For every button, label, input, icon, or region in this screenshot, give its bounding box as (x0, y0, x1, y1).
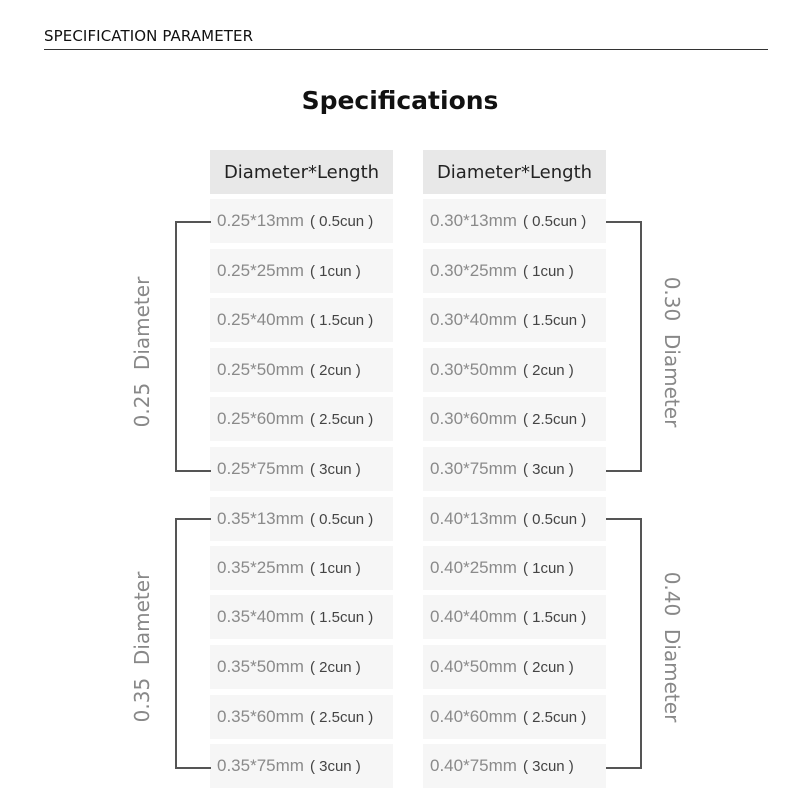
spec-size: 0.25*40mm (217, 310, 304, 329)
spec-cun: ( 1.5cun ) (309, 608, 374, 626)
spec-cun: ( 2.5cun ) (522, 410, 587, 428)
spec-cun: ( 1.5cun ) (522, 608, 587, 626)
spec-row: 0.25*40mm ( 1.5cun ) (210, 298, 393, 342)
spec-row: 0.40*25mm ( 1cun ) (423, 546, 606, 590)
spec-size: 0.25*13mm (217, 211, 304, 230)
group-bracket-030 (606, 221, 642, 472)
spec-cun: ( 0.5cun ) (309, 212, 374, 230)
spec-size: 0.40*60mm (430, 707, 517, 726)
spec-row: 0.25*25mm ( 1cun ) (210, 249, 393, 293)
spec-size: 0.30*50mm (430, 360, 517, 379)
spec-row: 0.30*13mm ( 0.5cun ) (423, 199, 606, 243)
spec-size: 0.30*75mm (430, 459, 517, 478)
spec-size: 0.40*50mm (430, 657, 517, 676)
spec-cun: ( 1cun ) (522, 262, 574, 280)
spec-row: 0.30*25mm ( 1cun ) (423, 249, 606, 293)
spec-cun: ( 0.5cun ) (309, 510, 374, 528)
spec-row: 0.30*60mm ( 2.5cun ) (423, 397, 606, 441)
group-bracket-025 (175, 221, 211, 472)
spec-size: 0.35*75mm (217, 756, 304, 775)
spec-cun: ( 2.5cun ) (309, 410, 374, 428)
spec-row: 0.25*60mm ( 2.5cun ) (210, 397, 393, 441)
spec-size: 0.30*13mm (430, 211, 517, 230)
spec-size: 0.35*13mm (217, 509, 304, 528)
spec-row: 0.40*60mm ( 2.5cun ) (423, 695, 606, 739)
spec-size: 0.35*50mm (217, 657, 304, 676)
spec-cun: ( 3cun ) (522, 460, 574, 478)
spec-row: 0.25*50mm ( 2cun ) (210, 348, 393, 392)
spec-row: 0.40*75mm ( 3cun ) (423, 744, 606, 788)
spec-cun: ( 2cun ) (522, 658, 574, 676)
page-title: Specifications (301, 86, 499, 115)
spec-row: 0.35*25mm ( 1cun ) (210, 546, 393, 590)
spec-cun: ( 1cun ) (309, 559, 361, 577)
group-label-030: 0.30 Diameter (660, 276, 684, 428)
spec-row: 0.35*13mm ( 0.5cun ) (210, 497, 393, 541)
spec-size: 0.30*25mm (430, 261, 517, 280)
group-bracket-035 (175, 518, 211, 769)
spec-size: 0.25*50mm (217, 360, 304, 379)
spec-cun: ( 2.5cun ) (522, 708, 587, 726)
group-label-035: 0.35 Diameter (130, 571, 154, 723)
group-label-040: 0.40 Diameter (660, 571, 684, 723)
spec-size: 0.40*75mm (430, 756, 517, 775)
spec-cun: ( 3cun ) (309, 757, 361, 775)
spec-size: 0.40*40mm (430, 607, 517, 626)
left-column-header: Diameter*Length (210, 150, 393, 194)
spec-cun: ( 1cun ) (309, 262, 361, 280)
spec-cun: ( 1cun ) (522, 559, 574, 577)
spec-cun: ( 2cun ) (309, 361, 361, 379)
spec-row: 0.40*13mm ( 0.5cun ) (423, 497, 606, 541)
spec-row: 0.30*40mm ( 1.5cun ) (423, 298, 606, 342)
spec-size: 0.40*25mm (430, 558, 517, 577)
spec-size: 0.35*40mm (217, 607, 304, 626)
spec-row: 0.40*50mm ( 2cun ) (423, 645, 606, 689)
spec-cun: ( 0.5cun ) (522, 510, 587, 528)
section-label: SPECIFICATION PARAMETER (44, 27, 254, 45)
spec-size: 0.25*25mm (217, 261, 304, 280)
right-column-header: Diameter*Length (423, 150, 606, 194)
spec-cun: ( 1.5cun ) (309, 311, 374, 329)
spec-cun: ( 2.5cun ) (309, 708, 374, 726)
spec-size: 0.25*75mm (217, 459, 304, 478)
group-bracket-040 (606, 518, 642, 769)
spec-size: 0.25*60mm (217, 409, 304, 428)
spec-row: 0.25*13mm ( 0.5cun ) (210, 199, 393, 243)
spec-cun: ( 2cun ) (522, 361, 574, 379)
spec-row: 0.30*75mm ( 3cun ) (423, 447, 606, 491)
spec-size: 0.35*25mm (217, 558, 304, 577)
spec-cun: ( 3cun ) (309, 460, 361, 478)
spec-size: 0.30*40mm (430, 310, 517, 329)
spec-cun: ( 2cun ) (309, 658, 361, 676)
spec-cun: ( 3cun ) (522, 757, 574, 775)
group-label-025: 0.25 Diameter (130, 276, 154, 428)
spec-row: 0.35*75mm ( 3cun ) (210, 744, 393, 788)
spec-row: 0.35*60mm ( 2.5cun ) (210, 695, 393, 739)
spec-size: 0.30*60mm (430, 409, 517, 428)
spec-cun: ( 0.5cun ) (522, 212, 587, 230)
spec-size: 0.40*13mm (430, 509, 517, 528)
spec-row: 0.25*75mm ( 3cun ) (210, 447, 393, 491)
spec-row: 0.30*50mm ( 2cun ) (423, 348, 606, 392)
spec-row: 0.40*40mm ( 1.5cun ) (423, 595, 606, 639)
spec-row: 0.35*50mm ( 2cun ) (210, 645, 393, 689)
spec-size: 0.35*60mm (217, 707, 304, 726)
spec-row: 0.35*40mm ( 1.5cun ) (210, 595, 393, 639)
spec-cun: ( 1.5cun ) (522, 311, 587, 329)
section-divider (44, 49, 768, 50)
